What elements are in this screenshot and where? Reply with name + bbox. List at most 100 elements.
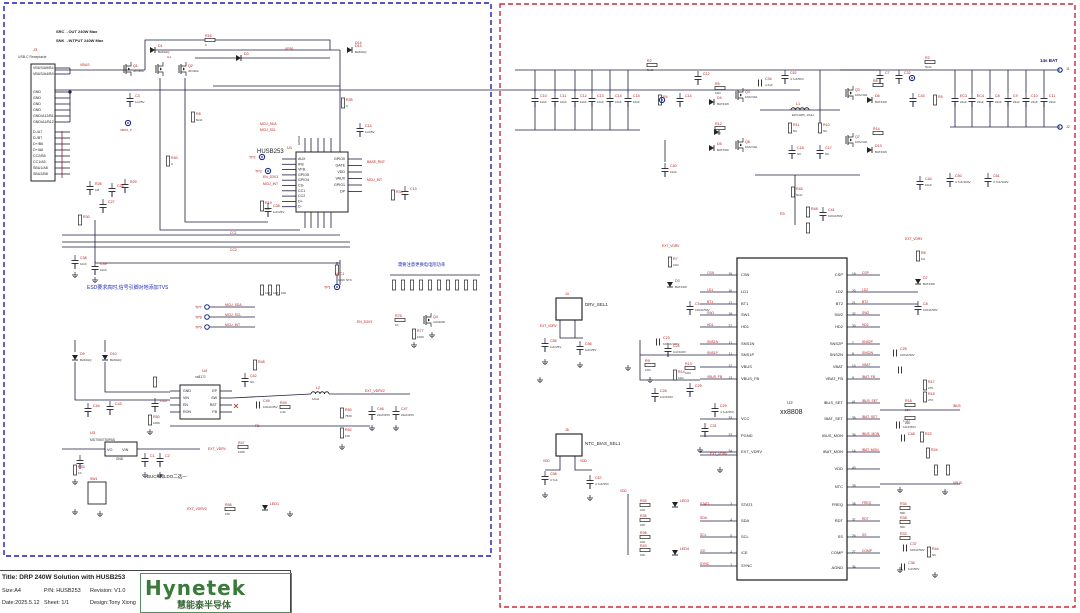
usb-c-connector (30, 63, 56, 182)
res-ref: R8 (873, 79, 878, 83)
cap-ref: C32 (904, 71, 911, 75)
res-value: NC (823, 129, 828, 133)
cap-value: 4.7uF (765, 83, 773, 87)
res-value: 0 (205, 43, 207, 47)
u1-pin-label: CS- (298, 184, 305, 188)
res-value: NC (932, 553, 937, 557)
u4-pin-label: SW (211, 396, 217, 400)
cap-ref: C38 (80, 256, 87, 260)
res-value: 1K (395, 323, 399, 327)
u1-ref: U1 (287, 145, 293, 150)
res-ref: R3 (780, 212, 785, 216)
u2-pin-number: 12 (728, 364, 732, 368)
tp-ref: TP1 (324, 286, 331, 290)
resistor (279, 405, 291, 409)
net-vfb1: VFB1 (285, 47, 294, 51)
net-label: VDD (620, 489, 627, 493)
cap-ref: C40 (670, 164, 677, 168)
net-label: COMP (862, 549, 873, 553)
diode (667, 282, 673, 288)
cap-ref: EC3 (960, 94, 967, 98)
res-ref: R8 (196, 112, 201, 116)
u2-pin-label: SNS1P (741, 352, 754, 357)
capacitor (896, 421, 900, 429)
inductor-value: EPC3325_10uH (792, 113, 814, 117)
res-ref: R7 (673, 257, 678, 261)
j4-body (555, 297, 583, 321)
tb-size: Size:A4 (2, 588, 21, 594)
mos-ref: Q6 (745, 140, 750, 144)
u2-pin-label: HD1 (741, 324, 750, 329)
resistor (437, 279, 441, 291)
capacitor (71, 255, 79, 269)
net-label: EXT_VDRV (540, 324, 558, 328)
res-ref: R43 (640, 544, 647, 548)
switch-ref: SW1 (90, 477, 97, 481)
diode-value: BAT43W (875, 100, 887, 104)
cap-value: 10nF/50V (903, 425, 916, 429)
husb253-chip (295, 151, 349, 213)
cap-value: 1nF/100V (660, 395, 673, 399)
u2-pin-number: 11 (729, 341, 733, 345)
parts (71, 38, 1063, 578)
test-point-dot (127, 122, 129, 124)
resistor (904, 403, 916, 407)
resistor (872, 131, 884, 135)
cap-ref: C2 (165, 454, 170, 458)
diode-value: BAT43W (675, 285, 687, 289)
cap-value: 4.7uF/25V (720, 410, 734, 414)
res-ref: R33 (640, 499, 647, 503)
capacitor (156, 453, 164, 467)
resistor (927, 546, 931, 558)
cap-ref: C49 (263, 399, 270, 403)
res-value: 1K (78, 471, 82, 475)
u4-pin-label: FB (212, 410, 217, 414)
resistor (904, 416, 916, 420)
diode-body (672, 550, 678, 555)
ground-symbol (717, 467, 723, 473)
net-vbus: VBUS (80, 63, 90, 67)
test-point (264, 167, 272, 175)
cap-ref: C12 (703, 72, 710, 76)
res-ref: R10 (823, 123, 830, 127)
resistor (276, 284, 280, 296)
cap-ref: C50 (955, 174, 962, 178)
cap-ref: C41 (828, 208, 835, 212)
net-label: VBUS_P (120, 128, 132, 132)
net-label: SW1 (707, 311, 714, 315)
u2-pin-number: 27 (728, 324, 732, 328)
ground-symbol (537, 377, 543, 383)
capacitor (651, 388, 659, 402)
resistor (455, 279, 459, 291)
net-label: G1 (167, 55, 171, 59)
cap-value: 10nF (80, 262, 87, 266)
net-label: SYNC (700, 562, 710, 566)
right-frame (499, 3, 1076, 608)
ground-symbol (72, 509, 78, 515)
capacitor (903, 544, 907, 552)
cap-ref: C56 (585, 342, 592, 346)
net-label: VBAT (862, 363, 870, 367)
resistor (639, 548, 651, 552)
u1-pin-label: VDD (337, 170, 345, 174)
ground-symbol (429, 332, 435, 338)
u2-pin-number: 4 (730, 550, 732, 554)
cap-value: 10uF (560, 100, 567, 104)
cap-value: 100nF/100V (663, 342, 679, 346)
ground-symbol (393, 425, 399, 431)
resistor (684, 366, 696, 370)
diode-body (102, 355, 108, 360)
u1-pin-label: GPIO4 (298, 178, 309, 182)
u1-pin-label: VAUX (335, 177, 345, 181)
u1-body (295, 151, 349, 213)
cap-value: 1uF/25V (585, 348, 596, 352)
resistor (166, 155, 170, 167)
resistor (268, 284, 272, 296)
connector-pin-label: GND (33, 90, 41, 94)
j4-ref: J4 (565, 292, 569, 296)
u2-pin-number: 9 (852, 376, 854, 380)
resistor (791, 186, 795, 198)
diode-body (867, 147, 872, 153)
res-value: 10Ω (678, 376, 684, 380)
res-value: 10K (905, 408, 910, 412)
